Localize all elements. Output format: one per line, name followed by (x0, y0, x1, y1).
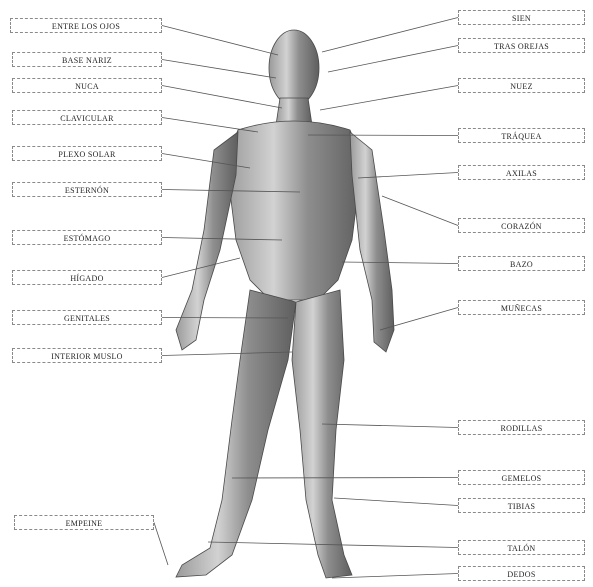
connector-right-5 (382, 196, 458, 226)
label-right-9: GEMELOS (458, 470, 585, 485)
connector-right-4 (358, 173, 458, 179)
connector-right-9 (232, 478, 458, 479)
connector-left-10 (154, 523, 168, 566)
label-right-3: TRÁQUEA (458, 128, 585, 143)
connector-left-9 (162, 352, 292, 356)
label-right-5: CORAZÓN (458, 218, 585, 233)
connector-right-6 (342, 262, 458, 264)
connector-left-6 (162, 238, 282, 241)
label-left-8: GENITALES (12, 310, 162, 325)
label-right-7: MUÑECAS (458, 300, 585, 315)
label-left-4: PLEXO SOLAR (12, 146, 162, 161)
label-right-12: DEDOS (458, 566, 585, 581)
label-right-8: RODILLAS (458, 420, 585, 435)
label-left-3: CLAVICULAR (12, 110, 162, 125)
connector-left-0 (162, 26, 278, 56)
connector-right-1 (328, 46, 458, 73)
label-right-1: TRAS OREJAS (458, 38, 585, 53)
connector-right-0 (322, 18, 458, 53)
connector-right-2 (320, 86, 458, 111)
connector-left-2 (162, 86, 282, 109)
label-right-0: SIEN (458, 10, 585, 25)
label-left-0: ENTRE LOS OJOS (10, 18, 162, 33)
connector-left-4 (162, 154, 250, 169)
label-left-9: INTERIOR MUSLO (12, 348, 162, 363)
label-left-6: ESTÓMAGO (12, 230, 162, 245)
connector-left-8 (162, 318, 288, 319)
connector-right-10 (334, 498, 458, 506)
label-left-10: EMPEINE (14, 515, 154, 530)
connector-right-3 (308, 135, 458, 136)
connector-left-1 (162, 60, 276, 79)
label-right-11: TALÓN (458, 540, 585, 555)
connector-right-8 (322, 424, 458, 428)
connector-right-11 (208, 542, 458, 548)
connector-right-7 (380, 308, 458, 331)
label-left-5: ESTERNÓN (12, 182, 162, 197)
label-left-1: BASE NARIZ (12, 52, 162, 67)
label-right-6: BAZO (458, 256, 585, 271)
connector-right-12 (332, 574, 458, 579)
label-right-4: AXILAS (458, 165, 585, 180)
connector-left-7 (162, 258, 240, 278)
label-right-10: TIBIAS (458, 498, 585, 513)
connector-left-5 (162, 190, 300, 193)
label-right-2: NUEZ (458, 78, 585, 93)
connector-left-3 (162, 118, 258, 133)
label-left-7: HÍGADO (12, 270, 162, 285)
label-left-2: NUCA (12, 78, 162, 93)
